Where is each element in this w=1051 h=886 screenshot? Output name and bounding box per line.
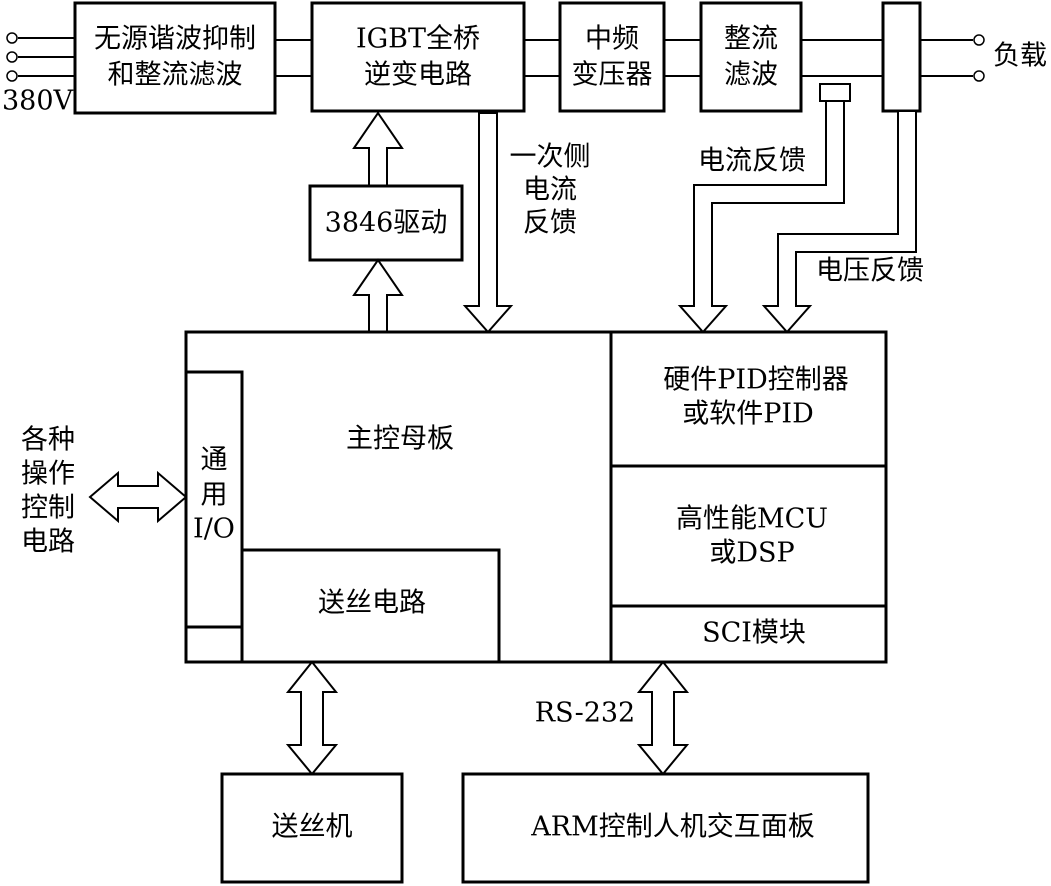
primary-feedback-label: 一次侧 电流 反馈 <box>510 142 591 239</box>
svg-text:操作: 操作 <box>21 459 75 490</box>
svg-text:3846驱动: 3846驱动 <box>325 208 448 239</box>
svg-text:送丝机: 送丝机 <box>272 812 353 843</box>
pid-controller-block: 硬件PID控制器 或软件PID <box>663 365 848 430</box>
igbt-inverter-block: IGBT全桥 逆变电路 <box>310 1 526 113</box>
svg-text:高性能MCU: 高性能MCU <box>676 504 828 535</box>
svg-text:I/O: I/O <box>193 514 235 545</box>
sci-module-block: SCI模块 <box>702 618 806 649</box>
svg-text:电路: 电路 <box>21 527 75 558</box>
svg-text:控制: 控制 <box>21 493 75 524</box>
wire-feeder-arrow <box>285 660 339 776</box>
wire-feed-circuit-block: 送丝电路 <box>240 548 501 664</box>
svg-text:一次侧: 一次侧 <box>510 142 591 173</box>
output-divider-block <box>881 1 922 113</box>
transformer-block: 中频 变压器 <box>558 1 666 113</box>
svg-text:和整流滤波: 和整流滤波 <box>108 60 243 91</box>
input-voltage-label: 380V <box>2 86 74 117</box>
svg-text:或软件PID: 或软件PID <box>682 399 813 430</box>
svg-text:变压器: 变压器 <box>572 60 653 91</box>
svg-text:ARM控制人机交互面板: ARM控制人机交互面板 <box>530 812 814 843</box>
primary-current-feedback-arrow <box>462 112 514 334</box>
svg-text:中频: 中频 <box>585 24 639 55</box>
voltage-feedback-label: 电压反馈 <box>816 256 924 287</box>
arm-panel-block: ARM控制人机交互面板 <box>461 772 870 884</box>
svg-text:滤波: 滤波 <box>724 60 778 91</box>
board-to-driver-arrow <box>352 258 404 333</box>
svg-text:通: 通 <box>201 445 228 476</box>
svg-text:各种: 各种 <box>21 425 75 456</box>
mcu-block: 高性能MCU 或DSP <box>676 504 828 569</box>
main-board-title: 主控母板 <box>346 424 454 455</box>
operation-circuits-arrow <box>88 470 188 524</box>
svg-text:用: 用 <box>201 480 228 511</box>
wire-feeder-block: 送丝机 <box>220 772 404 884</box>
svg-text:或DSP: 或DSP <box>709 538 794 569</box>
io-panel: 通 用 I/O <box>184 370 244 664</box>
svg-text:逆变电路: 逆变电路 <box>364 60 472 91</box>
passive-filter-block: 无源谐波抑制 和整流滤波 <box>73 1 277 115</box>
rs232-label: RS-232 <box>535 698 635 729</box>
rectifier-block: 整流 滤波 <box>699 1 803 113</box>
input-terminals <box>6 32 75 82</box>
svg-text:整流: 整流 <box>724 24 778 55</box>
svg-text:IGBT全桥: IGBT全桥 <box>356 24 480 55</box>
driver-block: 3846驱动 <box>308 184 464 262</box>
svg-text:硬件PID控制器: 硬件PID控制器 <box>663 365 848 396</box>
svg-text:反馈: 反馈 <box>523 208 577 239</box>
operation-circuits-label: 各种 操作 控制 电路 <box>21 425 75 558</box>
current-feedback-arrow <box>677 100 845 334</box>
svg-text:无源谐波抑制: 无源谐波抑制 <box>94 24 256 55</box>
svg-text:电流: 电流 <box>523 175 577 206</box>
load-label: 负载 <box>993 41 1047 72</box>
output-terminals <box>920 34 985 82</box>
driver-to-igbt-arrow <box>352 111 404 187</box>
voltage-feedback-arrow <box>761 110 917 334</box>
current-feedback-label: 电流反馈 <box>698 146 806 177</box>
svg-text:SCI模块: SCI模块 <box>702 618 806 649</box>
current-sensor <box>819 83 851 102</box>
rs232-arrow <box>636 660 690 776</box>
svg-text:送丝电路: 送丝电路 <box>318 588 426 619</box>
